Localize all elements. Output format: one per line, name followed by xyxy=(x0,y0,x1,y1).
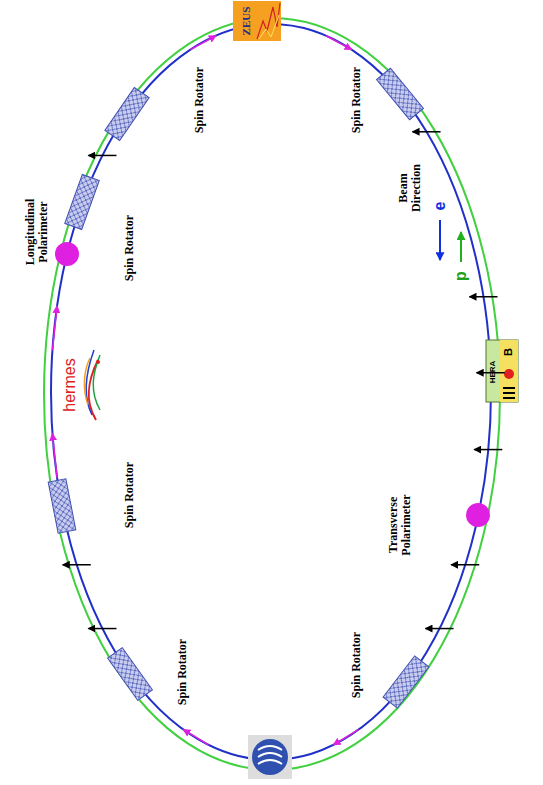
polarimeter-circle: Longitudinal Polarimeter xyxy=(55,242,79,266)
spin-rotator-magnet xyxy=(92,79,162,149)
logo-text: B xyxy=(502,348,514,356)
transverse-spin-arrow xyxy=(474,449,502,451)
component-label: Spin Rotator xyxy=(123,462,136,528)
transverse-spin-arrow xyxy=(63,564,91,566)
hera-b-logo xyxy=(486,340,518,402)
experiment-logo-text: hermes xyxy=(61,358,79,411)
transverse-spin-arrow xyxy=(413,131,441,133)
zeus-logo-box: ZEUS xyxy=(233,1,281,41)
transverse-spin-arrow xyxy=(88,155,116,157)
transverse-spin-arrow xyxy=(470,296,498,298)
spin-rotator-magnet xyxy=(27,471,97,541)
beam-symbol: e xyxy=(431,202,449,211)
longitudinal-spin-arrow xyxy=(52,306,57,350)
direction-label: Beam Direction xyxy=(397,158,423,218)
component-label: Spin Rotator xyxy=(123,215,136,281)
component-label: Spin Rotator xyxy=(350,67,363,133)
component-label: Spin Rotator xyxy=(350,632,363,698)
logo-text: ZEUS xyxy=(240,0,252,45)
logo-text: HERA xyxy=(489,361,498,384)
transverse-spin-arrow xyxy=(426,628,454,630)
electron-direction-arrow xyxy=(439,220,441,260)
proton-direction-arrow xyxy=(460,232,462,262)
longitudinal-spin-arrow xyxy=(333,729,358,744)
proton-ring xyxy=(44,18,500,770)
longitudinal-spin-arrow xyxy=(190,36,216,50)
hermes-logo xyxy=(84,350,100,420)
transverse-spin-arrow xyxy=(88,628,116,630)
longitudinal-spin-arrow xyxy=(183,729,208,744)
spin-rotator-magnet xyxy=(95,639,165,709)
component-label: Transverse Polarimeter xyxy=(387,485,413,565)
beam-symbol: p xyxy=(452,271,470,281)
spin-rotator-magnet xyxy=(365,59,435,129)
component-label: Longitudinal Polarimeter xyxy=(24,192,50,272)
h1-logo xyxy=(248,735,292,779)
transverse-spin-arrow xyxy=(451,564,479,566)
longitudinal-spin-arrow xyxy=(326,36,352,50)
component-label: Spin Rotator xyxy=(176,639,189,705)
electron-ring xyxy=(51,24,491,760)
component-label: Spin Rotator xyxy=(193,67,206,133)
spin-rotator-magnet xyxy=(47,167,117,237)
spin-rotator-magnet xyxy=(371,647,441,717)
polarimeter-circle: Transverse Polarimeter xyxy=(466,503,490,527)
longitudinal-spin-arrow xyxy=(52,434,57,478)
